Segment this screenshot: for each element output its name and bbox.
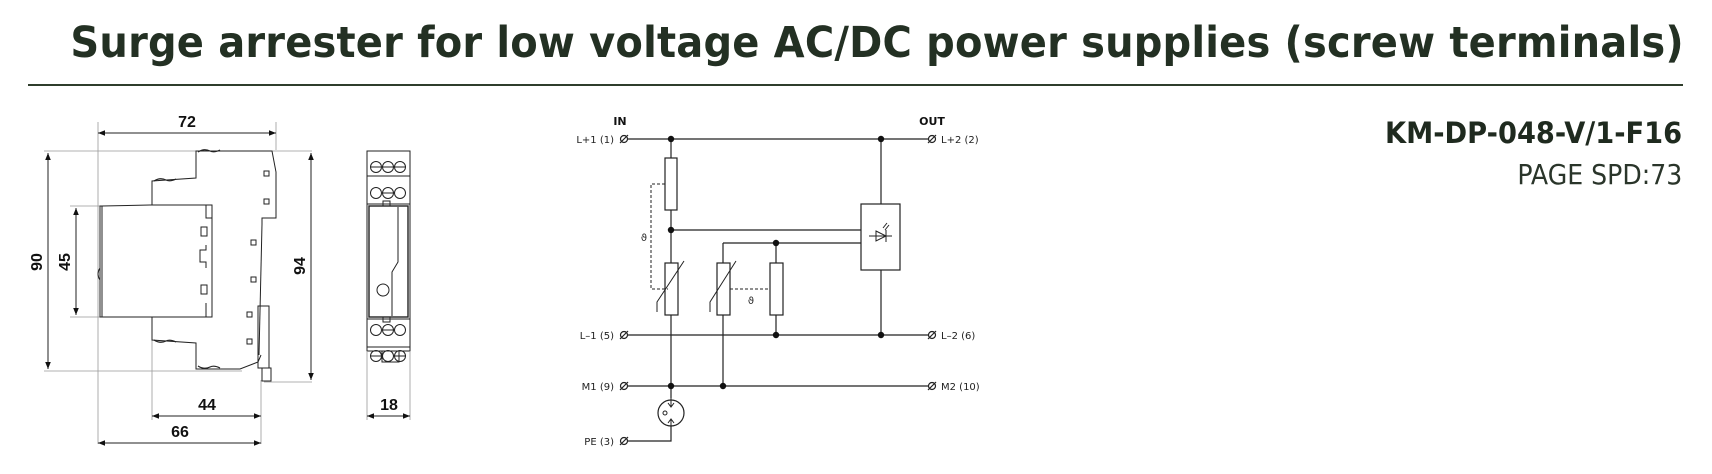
- thermal-fuse: [664, 157, 678, 211]
- varistor-2: [716, 262, 731, 316]
- side-view-drawing: [44, 122, 411, 446]
- output-header: OUT: [919, 115, 945, 128]
- terminal-label-pe: PE (3): [584, 437, 614, 448]
- input-header: IN: [613, 115, 626, 128]
- terminal-screws: [370, 161, 406, 362]
- dim-label-depth-rail: 44: [198, 397, 216, 414]
- thermal-fuse-2: [769, 262, 784, 316]
- device-side-outline: [97, 149, 277, 382]
- thermal-symbol-2: ϑ: [748, 296, 754, 307]
- extension-lines: [44, 122, 312, 444]
- thermal-symbol-1: ϑ: [641, 233, 647, 244]
- terminal-label-l-plus-2: L+2 (2): [941, 135, 979, 146]
- device-front-outline: [366, 150, 411, 363]
- terminal-label-l-plus-1: L+1 (1): [576, 135, 614, 146]
- page-title: Surge arrester for low voltage AC/DC pow…: [70, 18, 1684, 68]
- terminal-symbols: [619, 134, 937, 446]
- dim-label-depth-total: 66: [171, 424, 189, 441]
- junction-dots: [667, 135, 885, 390]
- dim-label-height-rail: 94: [292, 257, 309, 275]
- thermal-link-1: [650, 183, 668, 290]
- varistor-1: [664, 262, 679, 316]
- status-indicator-box: [860, 203, 901, 271]
- terminal-label-l-minus-2: L–2 (6): [941, 331, 975, 342]
- terminal-label-m1: M1 (9): [582, 382, 614, 393]
- wire-pe: [628, 426, 672, 442]
- dim-label-height-front: 45: [57, 253, 74, 271]
- led-icon: [869, 222, 892, 242]
- circuit-diagram: [619, 134, 937, 446]
- terminal-label-m2: M2 (10): [941, 382, 980, 393]
- page-reference: PAGE SPD:73: [1517, 158, 1682, 191]
- dim-label-front-width: 18: [380, 397, 398, 414]
- part-number: KM-DP-048-V/1-F16: [1384, 116, 1682, 150]
- terminal-label-l-minus-1: L–1 (5): [580, 331, 614, 342]
- dim-label-height-total: 90: [29, 253, 46, 271]
- title-divider: [28, 84, 1683, 86]
- dim-label-width: 72: [178, 114, 196, 131]
